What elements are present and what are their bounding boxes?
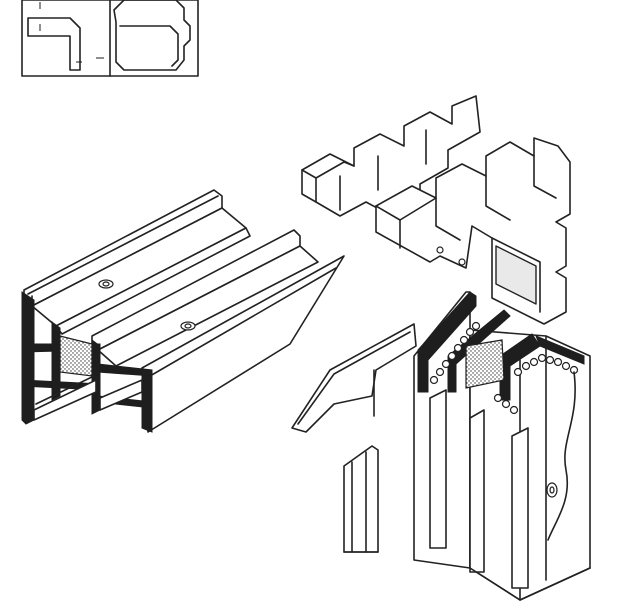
screw-hole-1-inner <box>102 281 110 287</box>
section-outline-top <box>535 335 585 365</box>
block-lower-channel <box>491 237 541 313</box>
front-wall-left <box>21 291 35 425</box>
frame-base <box>469 567 591 601</box>
inset-right-profile <box>113 0 191 71</box>
frame-thermal-foam <box>465 339 505 389</box>
block-lower-recess <box>495 245 537 305</box>
thermal-break-profile <box>21 189 345 433</box>
screw-hole-2-inner <box>184 323 192 329</box>
block-lower-step-1 <box>435 197 461 241</box>
lower-rib-left <box>33 379 97 421</box>
block-pin-2 <box>458 258 466 266</box>
frame-fin-3 <box>469 409 485 573</box>
section-outline-left <box>417 291 477 393</box>
insulated-frame-profile <box>291 291 591 601</box>
inset-right-inner <box>119 25 179 67</box>
frame-gasket-line <box>547 371 576 541</box>
block-upper-edge-2 <box>315 161 355 179</box>
thermal-break-foam <box>59 335 93 377</box>
lower-rib-right <box>99 379 143 411</box>
front-wall-right <box>141 367 153 433</box>
frame-fin-2 <box>429 389 447 549</box>
lower-rib-line <box>35 375 95 405</box>
inset-left-profile <box>27 17 81 71</box>
block-lower-step-3 <box>533 155 557 199</box>
sash-panel-edge <box>149 267 337 377</box>
insulation-blocks <box>301 95 571 325</box>
front-wall-mid <box>51 321 61 401</box>
front-web-3 <box>97 363 153 377</box>
frame-fin-1 <box>343 445 379 553</box>
block-pin-1 <box>436 246 444 254</box>
sash-plate-edge <box>297 331 411 425</box>
profile-mid-face <box>97 245 319 367</box>
insulation-bead-strip <box>429 321 579 415</box>
insulation-block-upper <box>301 95 481 217</box>
frame-sash-plate <box>291 323 417 433</box>
frame-fin-4 <box>511 427 529 589</box>
frame-screw-hole-inner <box>549 486 555 494</box>
block-lower-step-2 <box>485 175 511 221</box>
flange-ridge <box>27 195 219 295</box>
section-inset <box>21 0 199 77</box>
